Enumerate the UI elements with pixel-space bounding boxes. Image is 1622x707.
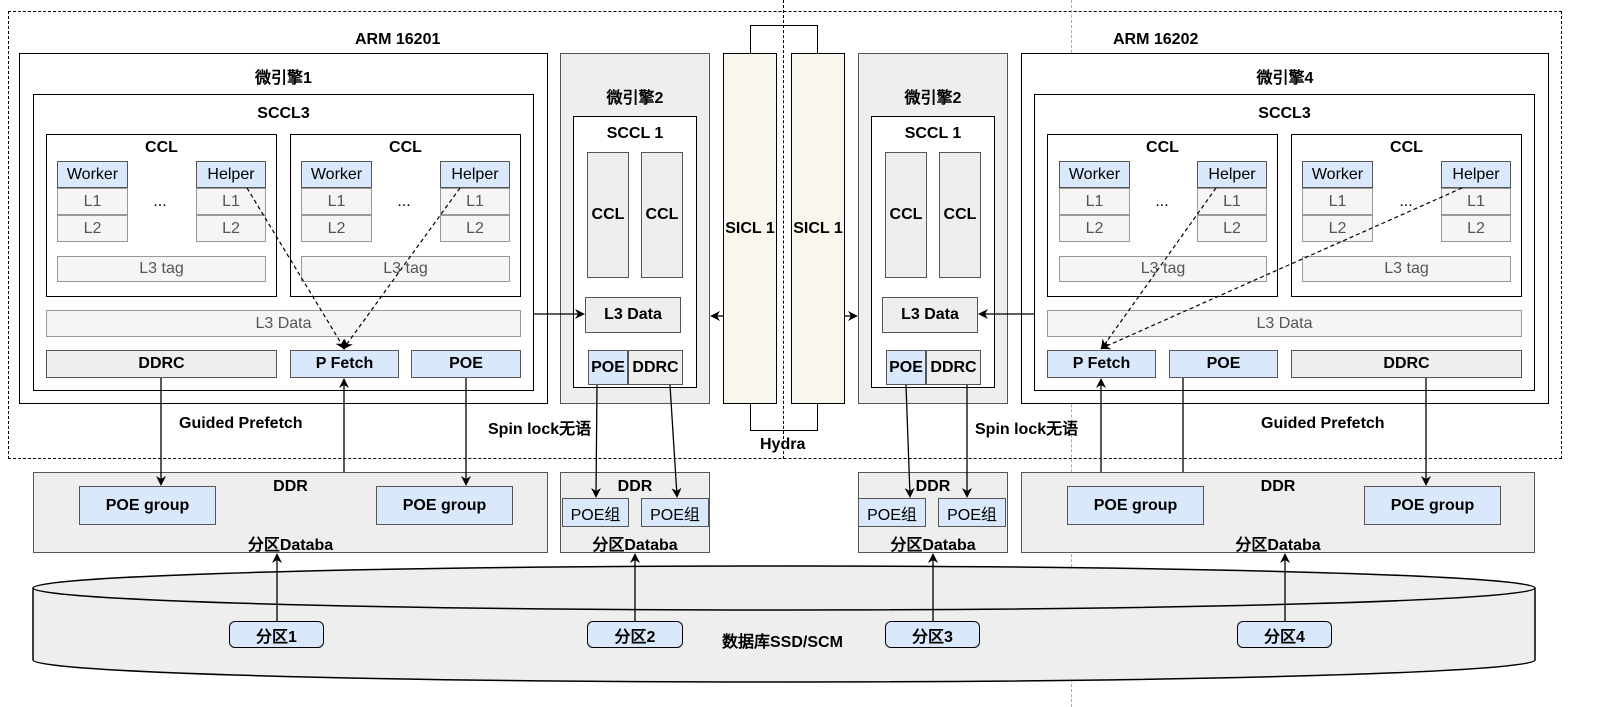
vertical-dashed-divider-left (783, 0, 784, 459)
hydra-bottom-connector (750, 404, 818, 431)
partition-db-label: 分区Databa (890, 537, 976, 554)
engine4-sccl3-title: SCCL3 (1258, 105, 1311, 122)
pfetch-block: P Fetch (290, 350, 399, 378)
worker-cell: Worker (1059, 161, 1130, 188)
poe-group: POE group (376, 486, 513, 525)
sccl1-title: SCCL 1 (904, 125, 962, 142)
ddr-title: DDR (915, 478, 951, 495)
engine1-title: 微引擎1 (255, 70, 312, 87)
poe-zu: POE组 (858, 498, 926, 527)
poe-zu: POE组 (938, 498, 1006, 527)
ellipsis: ... (153, 193, 167, 210)
helper-cell: Helper (196, 161, 266, 188)
spinlock-right: Spin lock无语 (975, 421, 1079, 438)
worker-cell: Worker (57, 161, 128, 188)
worker-l2: L2 (57, 215, 128, 242)
arm-dashed-region (8, 11, 1562, 459)
poe-group: POE group (1364, 486, 1501, 525)
ddr-title: DDR (1260, 478, 1296, 495)
l3-tag: L3 tag (57, 256, 266, 282)
ccl-title: CCL (145, 139, 178, 156)
ccl-column: CCL (885, 152, 927, 278)
ccl-column: CCL (587, 152, 629, 278)
l3-data-small: L3 Data (882, 297, 978, 333)
ddr-title: DDR (273, 478, 308, 495)
ccl-title: CCL (1146, 139, 1179, 156)
ccl-title: CCL (1390, 139, 1423, 156)
sicl-right: SICL 1 (791, 53, 845, 404)
engine2a-title: 微引擎2 (606, 90, 664, 107)
partition-2: 分区2 (587, 621, 683, 648)
guided-prefetch-left: Guided Prefetch (179, 415, 303, 432)
partition-4: 分区4 (1237, 621, 1332, 648)
ccl-column: CCL (641, 152, 683, 278)
poe-zu: POE组 (562, 498, 629, 527)
ddrc-block: DDRC (1291, 350, 1522, 378)
engine4-title: 微引擎4 (1256, 70, 1314, 87)
worker-cell: Worker (1302, 161, 1373, 188)
ddrc-block: DDRC (926, 350, 981, 385)
partition-3: 分区3 (885, 621, 980, 648)
pfetch-block: P Fetch (1047, 350, 1156, 378)
ddrc-block: DDRC (628, 350, 683, 385)
worker-l1: L1 (57, 188, 128, 215)
partition-db-label: 分区Databa (247, 537, 334, 554)
poe-block: POE (1169, 350, 1278, 378)
ddrc-block: DDRC (46, 350, 277, 378)
worker-cell: Worker (301, 161, 372, 188)
helper-cell: Helper (1197, 161, 1267, 188)
sicl-left: SICL 1 (723, 53, 777, 404)
partition-db-label: 分区Databa (1235, 537, 1321, 554)
helper-cell: Helper (1441, 161, 1511, 188)
poe-block: POE (411, 350, 521, 378)
poe-block: POE (588, 350, 628, 385)
ddr-title: DDR (617, 478, 653, 495)
database-label: 数据库SSD/SCM (722, 634, 843, 651)
ccl-column: CCL (939, 152, 981, 278)
poe-zu: POE组 (641, 498, 709, 527)
sccl1-title: SCCL 1 (606, 125, 664, 142)
hydra-label: Hydra (760, 436, 806, 453)
spinlock-left: Spin lock无语 (488, 421, 592, 438)
partition-db-label: 分区Databa (592, 537, 678, 554)
ccl-title: CCL (389, 139, 422, 156)
hydra-top-connector (750, 25, 818, 54)
engine1-sccl3-title: SCCL3 (257, 105, 310, 122)
poe-block: POE (886, 350, 926, 385)
engine2b-title: 微引擎2 (904, 90, 962, 107)
guided-prefetch-right: Guided Prefetch (1261, 415, 1385, 432)
poe-group: POE group (79, 486, 216, 525)
helper-cell: Helper (440, 161, 510, 188)
arm-right-title: ARM 16202 (1113, 31, 1199, 48)
arm-left-title: ARM 16201 (355, 31, 441, 48)
l3-data-small: L3 Data (585, 297, 681, 333)
poe-group: POE group (1067, 486, 1204, 525)
partition-1: 分区1 (229, 621, 324, 648)
